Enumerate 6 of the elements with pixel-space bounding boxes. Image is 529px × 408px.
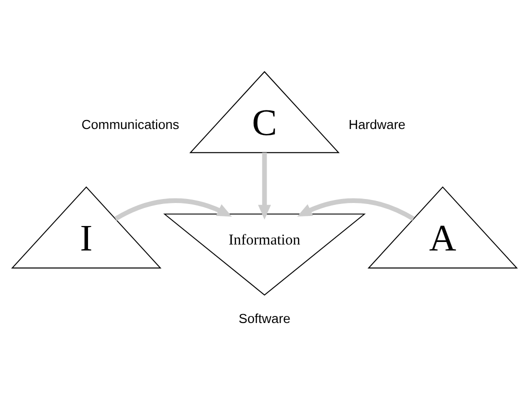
- arrow: [114, 198, 232, 221]
- label: Hardware: [348, 117, 406, 132]
- arrow: [297, 198, 415, 221]
- label: Communications: [82, 117, 180, 132]
- arrow: [258, 152, 271, 220]
- label: Software: [238, 310, 290, 326]
